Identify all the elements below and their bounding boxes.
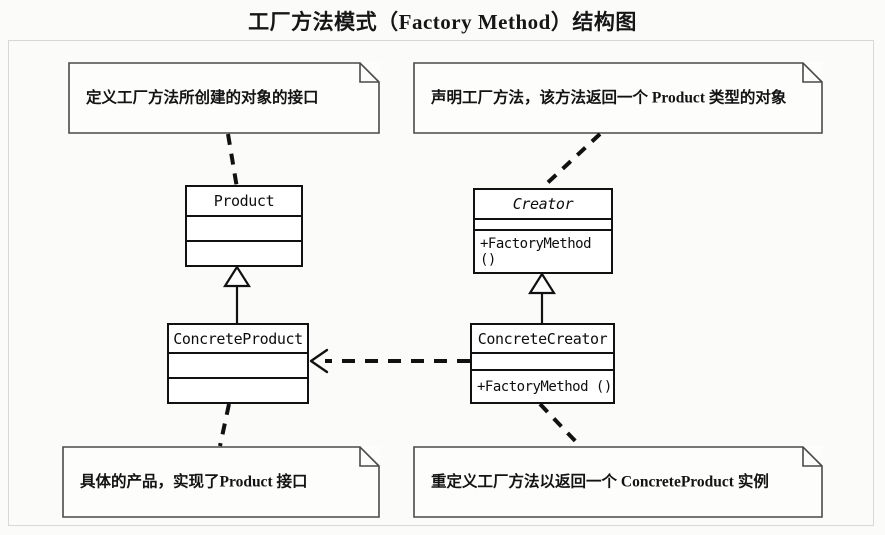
class-concrete-creator-attributes <box>472 354 613 371</box>
class-product-attributes <box>187 217 301 242</box>
note-concrete-creator-text: 重定义工厂方法以返回一个 ConcreteProduct 实例 <box>431 473 769 491</box>
note-concrete-product: 具体的产品，实现了Product 接口 <box>62 446 380 518</box>
class-creator-attributes <box>475 220 611 231</box>
class-creator-name: Creator <box>475 190 611 220</box>
note-concrete-creator: 重定义工厂方法以返回一个 ConcreteProduct 实例 <box>413 446 823 518</box>
class-product-name: Product <box>187 187 301 217</box>
class-concrete-product-name: ConcreteProduct <box>169 325 307 354</box>
page-frame <box>8 40 874 526</box>
class-product[interactable]: Product <box>185 185 303 267</box>
class-creator-operations: +FactoryMethod () <box>480 235 592 268</box>
note-creator: 声明工厂方法，该方法返回一个 Product 类型的对象 <box>413 62 823 134</box>
class-concrete-product-attributes <box>169 354 307 379</box>
note-product: 定义工厂方法所创建的对象的接口 <box>68 62 380 134</box>
class-concrete-product-operations <box>169 379 307 402</box>
class-concrete-creator-operations: +FactoryMethod () <box>477 378 612 395</box>
note-shape-icon <box>413 446 823 518</box>
class-product-operations <box>187 242 301 265</box>
note-shape-icon <box>413 62 823 134</box>
class-concrete-product[interactable]: ConcreteProduct <box>167 323 309 404</box>
note-product-text: 定义工厂方法所创建的对象的接口 <box>86 89 319 107</box>
class-creator[interactable]: Creator +FactoryMethod () <box>473 188 613 274</box>
page-title: 工厂方法模式（Factory Method）结构图 <box>248 10 637 34</box>
class-concrete-creator[interactable]: ConcreteCreator +FactoryMethod () <box>470 323 615 404</box>
note-shape-icon <box>68 62 380 134</box>
note-shape-icon <box>62 446 380 518</box>
note-concrete-product-text: 具体的产品，实现了Product 接口 <box>80 473 308 491</box>
class-concrete-creator-name: ConcreteCreator <box>472 325 613 354</box>
note-creator-text: 声明工厂方法，该方法返回一个 Product 类型的对象 <box>431 89 787 107</box>
